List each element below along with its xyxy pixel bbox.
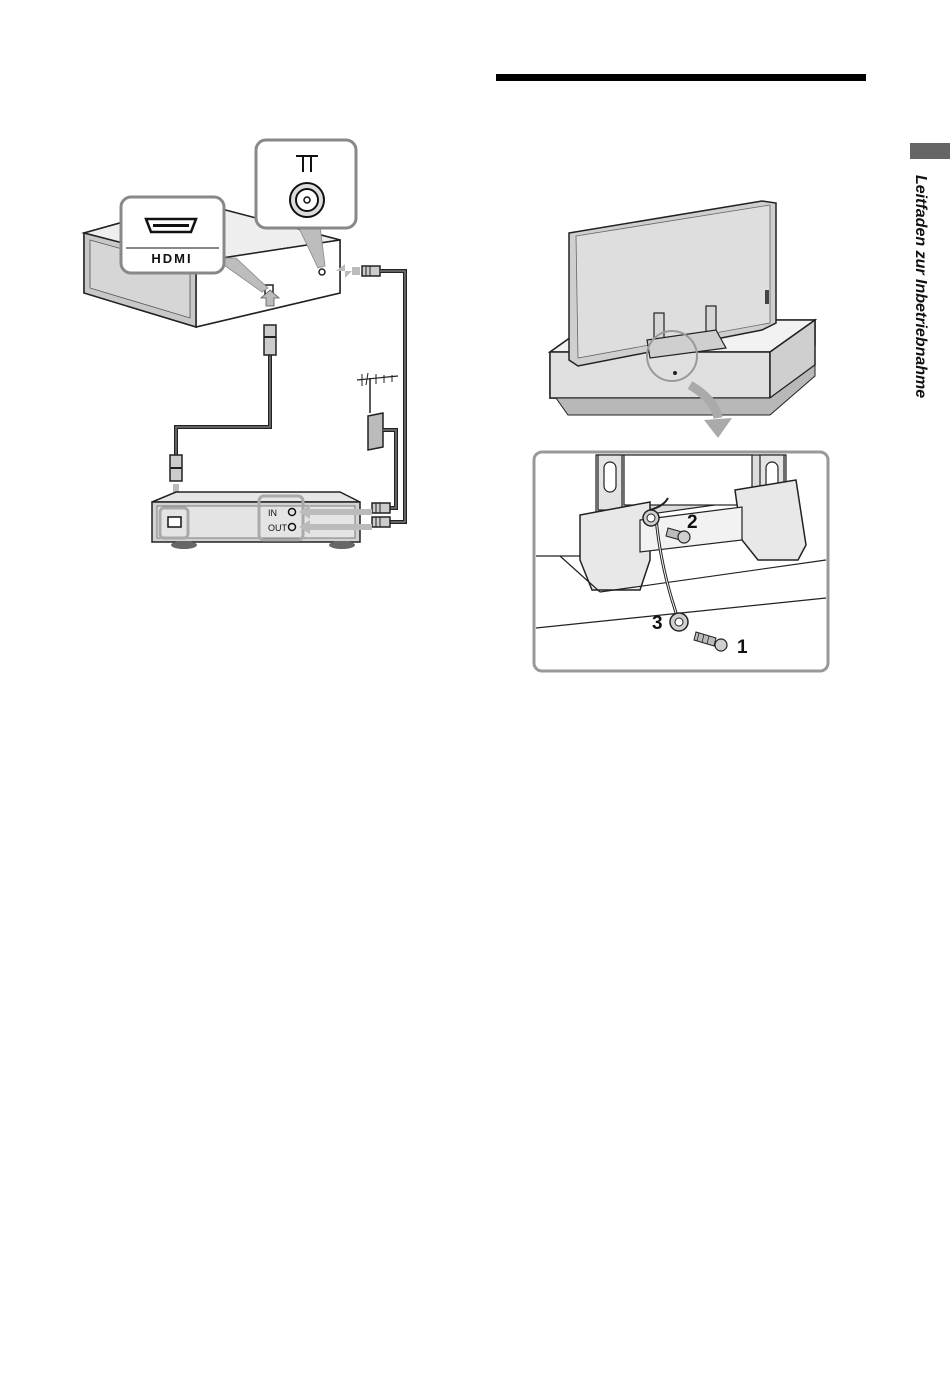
tv-securing-diagram: 1 2 3 xyxy=(0,0,950,700)
step-number-2: 2 xyxy=(687,512,698,533)
tv-on-stand xyxy=(550,201,815,438)
step-number-1: 1 xyxy=(737,637,748,658)
arrow-down-icon xyxy=(704,418,732,438)
step-number-3: 3 xyxy=(652,613,663,634)
securing-detail-callout: 1 2 3 xyxy=(534,452,828,671)
